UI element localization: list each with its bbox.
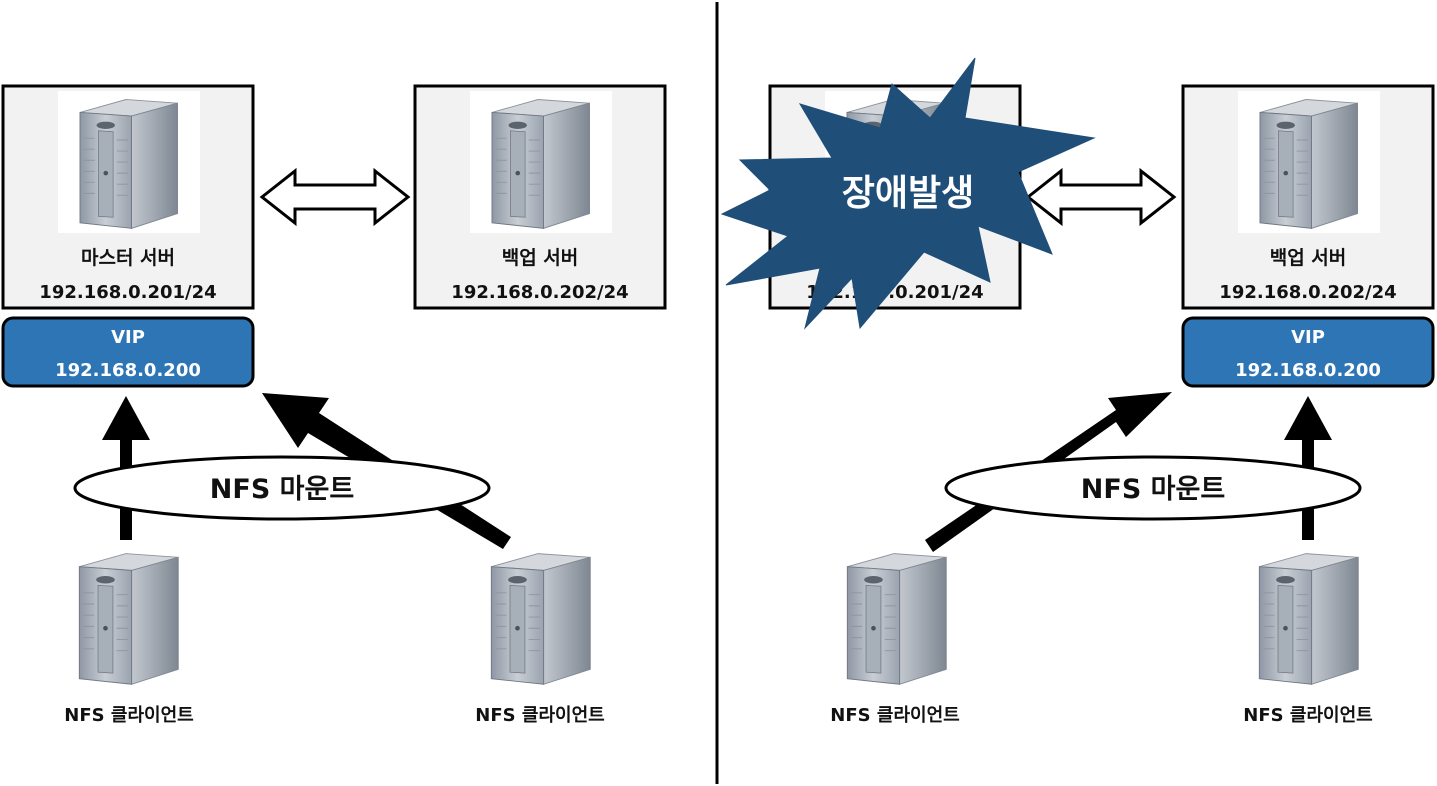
backup-server-name: 백업 서버 xyxy=(1270,247,1347,269)
failure-burst: 장애발생 xyxy=(720,57,1096,330)
failure-label: 장애발생 xyxy=(842,173,974,214)
right-scenario: 192.168.0.201/24 장애발생 백업 서버 192.168.0.20… xyxy=(720,57,1435,726)
sync-double-arrow xyxy=(259,167,411,227)
nfs-client-2: NFS 클라이언트 xyxy=(1243,553,1373,726)
server-icon xyxy=(491,99,591,229)
nfs-client-1: NFS 클라이언트 xyxy=(830,553,960,726)
nfs-client-label: NFS 클라이언트 xyxy=(64,705,193,726)
mount-arrow-right-diagonal xyxy=(925,392,1172,552)
backup-server-name: 백업 서버 xyxy=(502,247,579,269)
nfs-mount-label: NFS 마운트 xyxy=(1081,474,1225,505)
nfs-client-1: NFS 클라이언트 xyxy=(64,553,194,726)
server-icon xyxy=(78,553,179,685)
active-backup-server: 백업 서버 192.168.0.202/24 xyxy=(1181,84,1435,310)
nfs-mount-label: NFS 마운트 xyxy=(210,474,354,505)
vip-box: VIP 192.168.0.200 xyxy=(1181,316,1435,388)
vip-label: VIP xyxy=(1291,327,1325,348)
backup-server-ip: 192.168.0.202/24 xyxy=(451,282,628,303)
server-icon xyxy=(1259,99,1359,229)
master-server-ip: 192.168.0.201/24 xyxy=(39,282,216,303)
nfs-client-label: NFS 클라이언트 xyxy=(1243,705,1372,726)
vip-ip: 192.168.0.200 xyxy=(55,360,201,381)
nfs-mount-ellipse xyxy=(73,455,491,521)
backup-server-ip: 192.168.0.202/24 xyxy=(1219,282,1396,303)
left-scenario: 마스터 서버 192.168.0.201/24 백업 서버 192.168.0.… xyxy=(1,84,667,726)
server-icon xyxy=(79,99,179,229)
server-icon xyxy=(490,553,591,685)
nfs-client-label: NFS 클라이언트 xyxy=(475,705,604,726)
vip-ip: 192.168.0.200 xyxy=(1235,360,1381,381)
vip-box: VIP 192.168.0.200 xyxy=(1,316,255,388)
sync-double-arrow xyxy=(1025,167,1177,227)
failed-master-server-ip: 192.168.0.201/24 xyxy=(806,282,983,303)
server-icon xyxy=(1258,553,1359,685)
failure-burst-shape xyxy=(720,57,1096,330)
nfs-client-2: NFS 클라이언트 xyxy=(475,553,605,726)
nfs-client-label: NFS 클라이언트 xyxy=(830,705,959,726)
master-server-name: 마스터 서버 xyxy=(81,247,175,269)
vip-box-bg xyxy=(1,316,255,388)
master-server: 마스터 서버 192.168.0.201/24 xyxy=(1,84,255,310)
vip-box-bg xyxy=(1181,316,1435,388)
vip-label: VIP xyxy=(111,327,145,348)
backup-server: 백업 서버 192.168.0.202/24 xyxy=(413,84,667,310)
nfs-mount-ellipse xyxy=(944,455,1362,521)
server-icon xyxy=(846,553,947,685)
